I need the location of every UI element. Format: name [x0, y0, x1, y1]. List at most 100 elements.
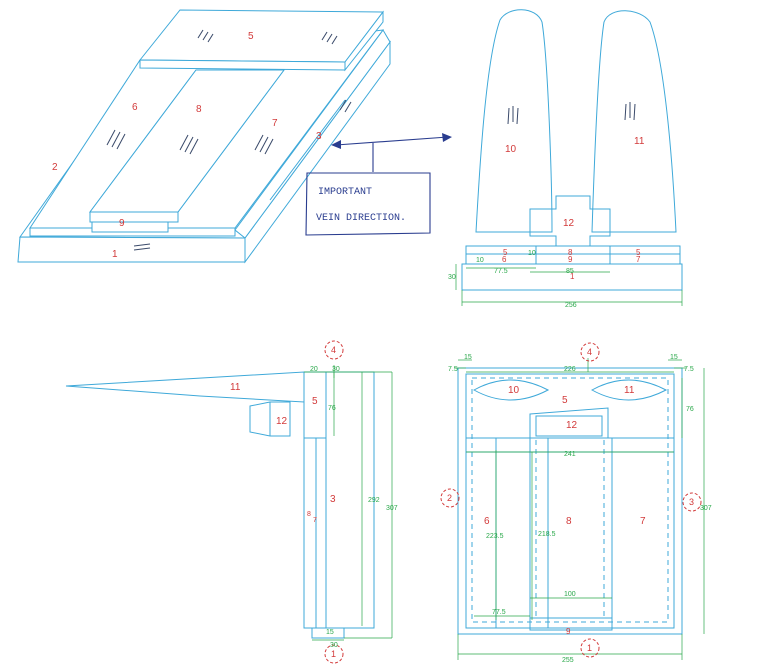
side-dim-20: 20 [310, 366, 318, 373]
top-label-9: 9 [566, 627, 571, 636]
top-piece-9 [529, 617, 613, 631]
top-callout-4-circle [580, 342, 600, 362]
side-dim-76: 76 [328, 405, 336, 412]
top-label-5: 5 [562, 395, 568, 406]
iso-label-9: 9 [119, 218, 125, 229]
vein-direction-note: IMPORTANT VEIN DIRECTION. [305, 133, 452, 236]
panel-10-outline [475, 9, 553, 233]
top-dim-7-5b: 7.5 [684, 366, 694, 373]
front-label-5a: 5 [503, 248, 508, 257]
front-label-10: 10 [505, 144, 517, 155]
top-label-8: 8 [566, 516, 572, 527]
iso-label-2: 2 [52, 162, 58, 173]
top-callout-2: 2 [447, 493, 452, 503]
side-outer-frame [303, 371, 375, 629]
front-dimensions [455, 264, 683, 306]
front-label-6: 6 [502, 255, 507, 264]
front-label-5b: 5 [636, 248, 641, 257]
base-1-block [461, 263, 683, 291]
iso-label-6: 6 [132, 102, 138, 113]
iso-label-7: 7 [272, 118, 278, 129]
top-outer-frame [457, 367, 683, 635]
front-dim-256: 256 [565, 302, 577, 309]
top-dim-15b: 15 [670, 354, 678, 361]
top-label-11: 11 [624, 385, 635, 396]
iso-label-3: 3 [316, 131, 322, 142]
iso-label-8: 8 [196, 104, 202, 115]
panel-5-strip [465, 245, 681, 255]
side-label-8: 8 [307, 511, 311, 518]
front-label-1: 1 [570, 272, 575, 281]
vein-arrow-left-head [331, 140, 341, 149]
iso-label-5: 5 [248, 31, 254, 42]
top-callout-1: 1 [587, 643, 592, 653]
panel-8-front [89, 211, 179, 223]
top-dim-218-5: 218.5 [538, 531, 556, 538]
top-dim-77-5: 77.5 [492, 609, 506, 616]
top-dashed-frame [471, 377, 669, 623]
front-hatches [507, 102, 636, 125]
panel-5-side [344, 10, 384, 72]
side-view: 4 1 11 12 5 3 8 7 20 30 76 292 307 15 30 [65, 340, 398, 664]
top-dim-7-5a: 7.5 [448, 366, 458, 373]
top-dim-15a: 15 [464, 354, 472, 361]
top-dim-100: 100 [564, 591, 576, 598]
front-view: 10 11 12 5 5 6 8 9 7 1 10 10 30 77.5 85 … [448, 9, 683, 309]
side-dimensions [304, 365, 393, 641]
top-callout-2-circle [440, 488, 460, 508]
front-dim-10b: 10 [528, 250, 536, 257]
panel-3-line [269, 99, 346, 201]
side-dim-292: 292 [368, 497, 380, 504]
side-dim-30b: 30 [330, 642, 338, 649]
base-plate-front [17, 236, 246, 263]
front-label-8: 8 [568, 248, 573, 257]
top-callout-3-circle [682, 492, 702, 512]
side-panel-11 [65, 371, 305, 403]
side-callout-1-circle [324, 644, 344, 664]
side-callout-4: 4 [331, 345, 336, 355]
front-dim-77-5: 77.5 [494, 268, 508, 275]
top-dimensions [454, 358, 705, 660]
piece-9 [91, 221, 169, 233]
front-dim-30: 30 [448, 274, 456, 281]
top-inner-frame [465, 373, 675, 629]
isometric-view: 5 6 8 7 3 2 9 1 [17, 9, 392, 264]
front-label-7: 7 [636, 255, 641, 264]
panel-11-outline [591, 10, 677, 233]
side-dim-15: 15 [326, 629, 334, 636]
top-dim-223-5: 223.5 [486, 533, 504, 540]
top-label-6: 6 [484, 516, 490, 527]
note-line-1: IMPORTANT [318, 187, 372, 198]
top-panel-10-lens [472, 379, 550, 401]
top-label-7: 7 [640, 516, 646, 527]
top-callout-1-circle [580, 638, 600, 658]
top-callout-4: 4 [587, 347, 592, 357]
top-label-10: 10 [508, 385, 520, 396]
top-view: 4 2 3 1 10 11 5 12 6 8 7 9 15 15 7.5 7.5… [440, 342, 712, 664]
front-label-11: 11 [634, 136, 645, 147]
side-label-12: 12 [276, 416, 288, 427]
top-dim-76: 76 [686, 406, 694, 413]
top-block-12 [529, 407, 609, 439]
note-box [305, 172, 431, 236]
side-base-foot [311, 627, 345, 639]
side-label-7: 7 [313, 517, 317, 524]
grain-hatches [106, 29, 352, 251]
side-dim-30: 30 [332, 366, 340, 373]
top-panel-11-lens [590, 379, 668, 401]
top-dim-255: 255 [562, 657, 574, 664]
panel-5-top [138, 9, 385, 63]
iso-label-1: 1 [112, 249, 118, 260]
side-callout-1: 1 [331, 649, 336, 659]
top-label-12: 12 [566, 420, 578, 431]
panel-6-9-7-strip [465, 253, 681, 265]
vein-arrow-right-head [442, 133, 452, 142]
side-label-5: 5 [312, 396, 318, 407]
top-dim-307: 307 [700, 505, 712, 512]
panel-5-front [139, 59, 346, 71]
front-label-12: 12 [563, 218, 575, 229]
side-callout-4-circle [324, 340, 344, 360]
top-callout-3: 3 [689, 497, 694, 507]
top-block-12-inner [535, 415, 603, 437]
